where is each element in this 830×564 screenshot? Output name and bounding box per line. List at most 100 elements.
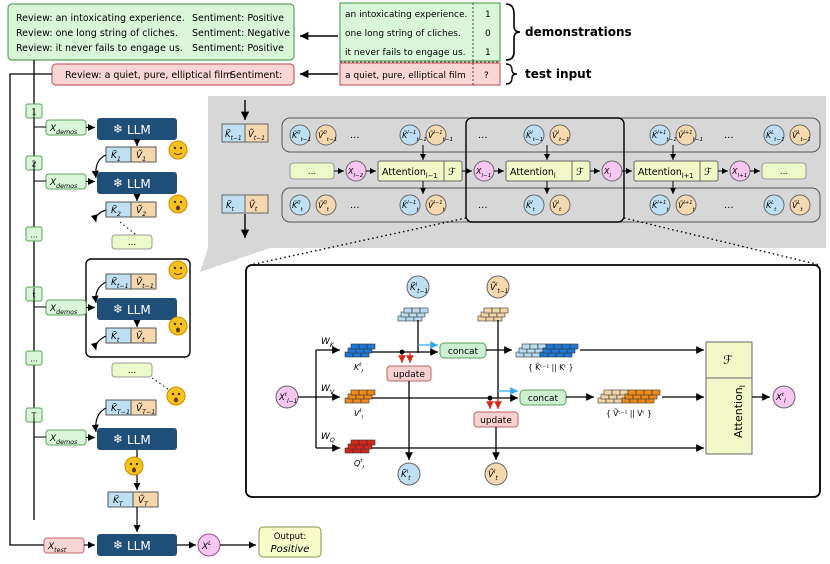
strip-bot-k-2 xyxy=(523,194,545,216)
xdemos-t-link xyxy=(33,288,46,308)
demonstrations-brace xyxy=(505,3,521,61)
detail-split xyxy=(298,350,317,448)
strip-bot-v-3 xyxy=(675,194,697,216)
xdemos-1-label: Xdemos xyxy=(49,124,78,136)
strip-bot-v-1-label: Ṽl−1t xyxy=(428,199,446,213)
strip-top-v-3 xyxy=(675,124,697,146)
llm-final-label: LLM xyxy=(127,539,151,553)
llm-T-label: LLM xyxy=(127,433,151,447)
detail-k-new-label: K̃lt xyxy=(401,468,411,482)
detail-kcat-old-cell xyxy=(529,343,539,350)
demo-sentiment-3: Sentiment: Positive xyxy=(192,43,284,54)
kv-1-v xyxy=(130,146,157,163)
strip-top-v-1-label: Ṽl−1t−1 xyxy=(428,129,453,143)
strip-bot-v-0-label: Ṽ0t xyxy=(318,199,330,213)
detail-k-prev-blocks-cell xyxy=(403,307,413,314)
detail-vcat-new-cell xyxy=(643,389,653,396)
strip-top-k-4 xyxy=(763,124,785,146)
face-1-eye-l xyxy=(173,146,177,150)
face-t-mouth xyxy=(176,327,180,333)
layer-strip-panel xyxy=(200,96,826,272)
strip-attn-cur-label: Attentionl xyxy=(510,167,556,180)
face-T-mouth xyxy=(132,467,136,473)
demonstrations-label: demonstrations xyxy=(525,25,632,39)
kv-T-v xyxy=(132,491,159,508)
step-dots-1 xyxy=(25,226,43,242)
kv-2-v xyxy=(130,201,157,218)
detail-kcat-new xyxy=(539,343,579,358)
detail-v-prev-blocks-cell xyxy=(483,307,493,314)
kv-t-v-label: Ṽt xyxy=(136,330,145,344)
kvt1-to-llmt xyxy=(91,281,107,304)
strip-top-v-0 xyxy=(315,124,337,146)
detail-v-prev-label: Ṽlt−1 xyxy=(490,281,508,295)
strip-top-k-1 xyxy=(399,124,421,146)
llm-1-box xyxy=(97,118,177,140)
detail-kcat-new-cell xyxy=(553,343,563,350)
detail-wk: WK xyxy=(321,337,335,349)
face-t2-mouth xyxy=(174,397,178,403)
strip-top-k-1-label: K̃l−1t−1 xyxy=(402,130,427,143)
test-input-label: test input xyxy=(525,67,592,81)
llm-final-box xyxy=(97,534,177,556)
face-2-eye-l xyxy=(173,200,177,204)
detail-attention-label: Attentionl xyxy=(732,385,747,438)
strip-top-v-3-label: Ṽl+1t−1 xyxy=(678,129,703,143)
strip-attn-next-f: ℱ xyxy=(704,167,712,178)
detail-q-label: Qtl xyxy=(354,458,364,471)
strip-k-in-label: K̃t−1 xyxy=(225,128,242,142)
demo-table-label-2: 0 xyxy=(485,29,491,39)
kv2-arrow xyxy=(90,209,107,223)
detail-vcat-new xyxy=(621,389,661,404)
detail-q-blocks xyxy=(344,439,376,454)
face-T-eye-l xyxy=(129,462,133,466)
attention-detail-panel xyxy=(245,264,821,498)
strip-top-dots-1: ... xyxy=(478,130,488,141)
detail-vcat-new-cell xyxy=(635,389,645,396)
strip-bot-k-4-label: K̃Lt xyxy=(766,200,777,213)
strip-top-v-2-label: Ṽlt−1 xyxy=(552,129,569,143)
strip-mid-dots-right xyxy=(761,162,807,180)
strip-v-in xyxy=(244,123,269,143)
strip-mid-dots-right-label: ... xyxy=(780,167,789,177)
strip-bot-v-3-label: Ṽl+1t xyxy=(678,199,696,213)
strip-bot-v-2-label: Ṽlt xyxy=(552,199,562,213)
detail-kcat-new-cell xyxy=(561,343,571,350)
strip-bot-dots-0: ... xyxy=(350,200,360,211)
strip-bot-k-3 xyxy=(649,194,671,216)
detail-vcat-caption: { Ṽᵗ⁻¹ || Vᵗ } xyxy=(606,409,652,418)
detail-v-blocks-cell xyxy=(358,389,368,396)
detail-v-prev-blocks xyxy=(477,307,509,322)
step-dots-2-label: ... xyxy=(30,355,38,364)
detail-q-blocks-cell xyxy=(366,439,376,446)
detail-attention-box xyxy=(705,341,753,455)
demo-table-text-1: an intoxicating experience. xyxy=(345,10,467,20)
strip-top-v-1 xyxy=(425,124,447,146)
kv-T-v-label: ṼT xyxy=(138,494,149,508)
detail-f-label: ℱ xyxy=(723,353,733,367)
strip-x-lm2-label: Xl−2 xyxy=(347,167,364,179)
zoom-line-right xyxy=(623,217,821,266)
face-2-mouth xyxy=(176,205,180,211)
demo-review-2: Review: one long string of cliches. xyxy=(16,28,178,39)
detail-k-blocks-cell xyxy=(358,343,368,350)
detail-v-concat-label: concat xyxy=(528,394,559,404)
strip-top-k-0-label: K̃0t−1 xyxy=(292,130,311,143)
xdemos-2-link xyxy=(33,162,46,182)
test-route-line xyxy=(9,73,70,546)
face-t2-eye-l xyxy=(171,392,175,396)
detail-v-dot xyxy=(487,395,493,401)
strip-attn-prev-f: ℱ xyxy=(448,167,456,178)
strip-bot-k-1 xyxy=(399,194,421,216)
strip-x-lp1-label: Xl+1 xyxy=(731,167,747,179)
detail-wq: WQ xyxy=(321,432,335,444)
strip-top-k-0 xyxy=(289,124,311,146)
strip-x-lm1-label: Xl−1 xyxy=(475,167,491,179)
kv-t-1-v xyxy=(130,273,157,290)
strip-attn-next-label: Attentionl+1 xyxy=(638,167,694,180)
face-t1-eye-l xyxy=(173,266,177,270)
kv-t-1-k-label: K̃t−1 xyxy=(111,276,129,290)
demo-table-text-2: one long string of cliches. xyxy=(345,29,461,39)
